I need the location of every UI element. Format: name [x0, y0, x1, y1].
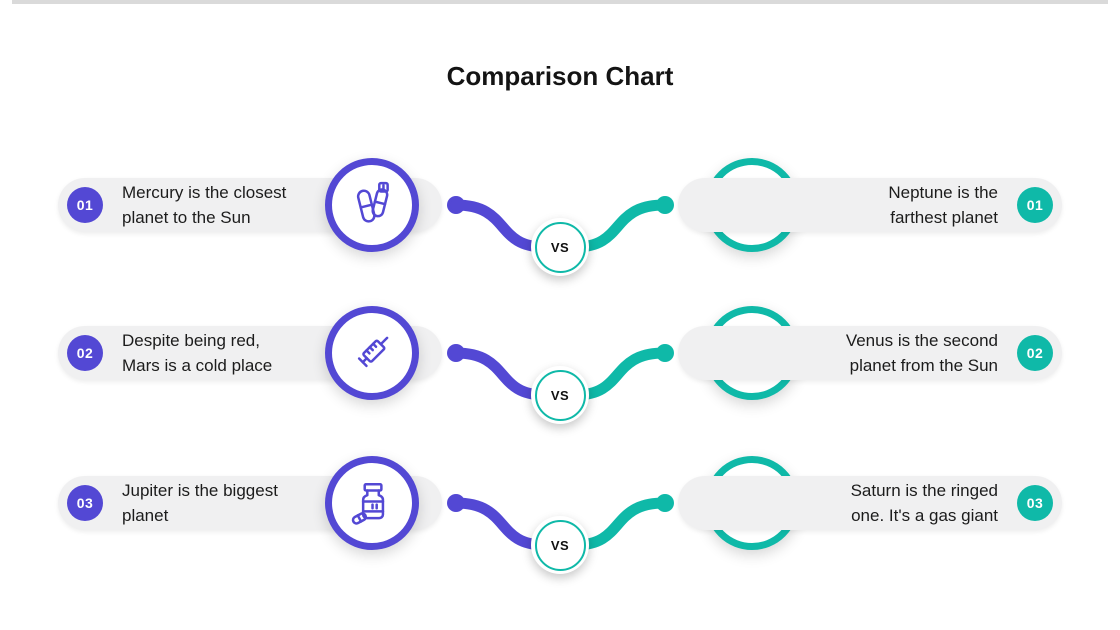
left-icon-circle	[325, 456, 419, 550]
right-connector-dot	[656, 494, 674, 512]
right-curve	[570, 199, 670, 253]
vs-badge: VS	[531, 516, 589, 574]
right-item-text: Neptune is the farthest planet	[888, 183, 998, 227]
left-number-badge: 02	[67, 335, 103, 371]
right-number-badge: 03	[1017, 485, 1053, 521]
right-number-badge: 01	[1017, 187, 1053, 223]
syringe-icon	[357, 336, 389, 368]
left-icon-circle	[325, 158, 419, 252]
connector-curves	[450, 347, 670, 401]
comparison-row: 03 Jupiter is the biggest planet VS	[0, 456, 1120, 606]
left-number-badge: 01	[67, 187, 103, 223]
left-icon-circle	[325, 306, 419, 400]
vs-badge: VS	[531, 218, 589, 276]
comparison-row: 02 Despite being red, Mars is a cold pla…	[0, 306, 1120, 456]
connector-curves	[450, 199, 670, 253]
left-item-text: Despite being red, Mars is a cold place	[122, 331, 273, 375]
left-item-text: Jupiter is the biggest planet	[122, 481, 278, 525]
right-connector-dot	[656, 344, 674, 362]
slide-top-edge	[12, 0, 1108, 4]
right-item-pill: Venus is the second planet from the Sun …	[678, 326, 1062, 380]
comparison-row: 01 Mercury is the closest planet to the …	[0, 158, 1120, 308]
vs-badge: VS	[531, 366, 589, 424]
right-curve	[570, 497, 670, 551]
right-item-text: Saturn is the ringed one. It's a gas gia…	[850, 481, 998, 525]
left-number-badge: 03	[67, 485, 103, 521]
left-curve	[450, 497, 550, 551]
right-item-text: Venus is the second planet from the Sun	[845, 331, 998, 375]
left-item-text: Mercury is the closest planet to the Sun	[122, 183, 287, 227]
right-curve	[570, 347, 670, 401]
right-item-pill: Saturn is the ringed one. It's a gas gia…	[678, 476, 1062, 530]
pills-icon	[356, 181, 389, 223]
page-title: Comparison Chart	[446, 61, 674, 91]
right-item-pill: Neptune is the farthest planet 01	[678, 178, 1062, 232]
pill-bottle-icon	[351, 483, 385, 525]
right-number-badge: 02	[1017, 335, 1053, 371]
connector-curves	[450, 497, 670, 551]
left-curve	[450, 199, 550, 253]
right-connector-dot	[656, 196, 674, 214]
left-curve	[450, 347, 550, 401]
